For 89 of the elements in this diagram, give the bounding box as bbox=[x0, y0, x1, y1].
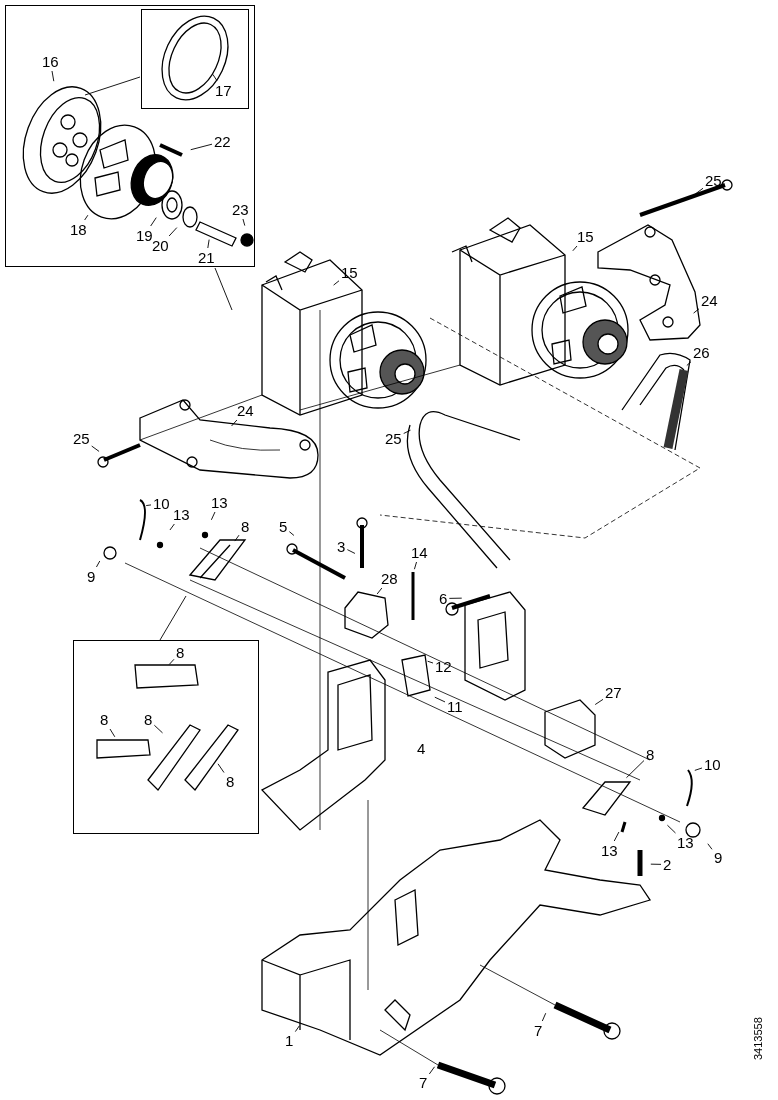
callout-number: 5 bbox=[278, 518, 289, 535]
callout-number: 7 bbox=[418, 1074, 429, 1091]
leader-line bbox=[288, 531, 295, 536]
callout-number: 12 bbox=[434, 658, 453, 675]
leader-line bbox=[210, 511, 216, 521]
callout-number: 13 bbox=[172, 506, 191, 523]
callout-number: 8 bbox=[143, 711, 154, 728]
callout-number: 4 bbox=[417, 740, 426, 757]
callout-number: 28 bbox=[380, 570, 399, 587]
callout-number: 9 bbox=[713, 849, 724, 866]
leader-line bbox=[626, 760, 645, 779]
leader-line bbox=[242, 218, 246, 227]
callout-number: 13 bbox=[600, 842, 619, 859]
leader-line bbox=[333, 280, 340, 286]
leader-line bbox=[613, 831, 620, 842]
callout-number: 10 bbox=[152, 495, 171, 512]
callout-number: 2 bbox=[662, 856, 673, 873]
leader-line bbox=[84, 214, 89, 221]
callout-number: 9 bbox=[86, 568, 97, 585]
callout-number: 19 bbox=[135, 227, 154, 244]
leader-line bbox=[145, 504, 152, 506]
leader-line bbox=[212, 73, 218, 82]
leader-line bbox=[428, 1066, 435, 1075]
leader-line bbox=[413, 561, 417, 570]
callout-number: 17 bbox=[214, 82, 233, 99]
leader-line bbox=[294, 1025, 300, 1033]
leader-line bbox=[168, 227, 178, 237]
leader-line bbox=[707, 843, 713, 850]
leader-line bbox=[207, 239, 210, 249]
drawing-number: 3413558 bbox=[752, 1017, 764, 1060]
callout-number: 25 bbox=[704, 172, 723, 189]
leader-line bbox=[346, 549, 356, 554]
callout-number: 18 bbox=[69, 221, 88, 238]
inset-frame bbox=[73, 640, 259, 834]
callout-number: 7 bbox=[533, 1022, 544, 1039]
callout-number: 8 bbox=[175, 644, 186, 661]
leader-line bbox=[51, 70, 55, 82]
leader-line bbox=[694, 767, 703, 771]
leader-line bbox=[694, 187, 704, 195]
callout-number: 16 bbox=[41, 53, 60, 70]
callout-number: 24 bbox=[700, 292, 719, 309]
callout-number: 27 bbox=[604, 684, 623, 701]
leader-line bbox=[91, 445, 100, 452]
callout-number: 22 bbox=[213, 133, 232, 150]
leader-line bbox=[376, 587, 383, 595]
leader-line bbox=[150, 217, 157, 227]
callout-number: 13 bbox=[676, 834, 695, 851]
inset-frame bbox=[5, 5, 255, 267]
callout-number: 11 bbox=[446, 698, 464, 715]
callout-number: 13 bbox=[210, 494, 229, 511]
callout-number: 25 bbox=[384, 430, 403, 447]
leader-line bbox=[169, 523, 175, 531]
callout-number: 10 bbox=[703, 756, 722, 773]
callout-number: 21 bbox=[197, 249, 216, 266]
callout-number: 8 bbox=[645, 746, 656, 763]
leader-line bbox=[168, 658, 175, 665]
callout-number: 14 bbox=[410, 544, 429, 561]
leader-line bbox=[234, 534, 240, 542]
callout-number: 15 bbox=[340, 264, 359, 281]
callout-number: 20 bbox=[151, 237, 170, 254]
leader-line bbox=[541, 1012, 547, 1022]
leader-line bbox=[594, 698, 604, 705]
callout-number: 6 bbox=[438, 590, 449, 607]
leader-line bbox=[109, 728, 116, 738]
callout-number: 8 bbox=[99, 711, 110, 728]
leader-line bbox=[190, 143, 213, 151]
callout-number: 26 bbox=[692, 344, 711, 361]
leader-line bbox=[666, 824, 676, 834]
leader-line bbox=[686, 361, 692, 366]
leader-line bbox=[403, 429, 411, 434]
leader-line bbox=[693, 308, 700, 314]
callout-number: 25 bbox=[72, 430, 91, 447]
callout-number: 23 bbox=[231, 201, 250, 218]
leader-line bbox=[427, 660, 434, 664]
leader-line bbox=[572, 245, 578, 252]
callout-number: 15 bbox=[576, 228, 595, 245]
leader-line bbox=[448, 597, 463, 599]
leader-line bbox=[153, 724, 163, 734]
callout-number: 24 bbox=[236, 402, 255, 419]
callout-number: 1 bbox=[284, 1032, 295, 1049]
leader-line bbox=[96, 560, 101, 568]
leader-line bbox=[231, 419, 238, 427]
callout-number: 8 bbox=[225, 773, 236, 790]
callout-number: 8 bbox=[240, 518, 251, 535]
inset-frame bbox=[141, 9, 249, 109]
leader-line bbox=[217, 763, 225, 773]
leader-line bbox=[650, 863, 662, 865]
leader-line bbox=[434, 696, 446, 703]
callout-number: 3 bbox=[336, 538, 347, 555]
